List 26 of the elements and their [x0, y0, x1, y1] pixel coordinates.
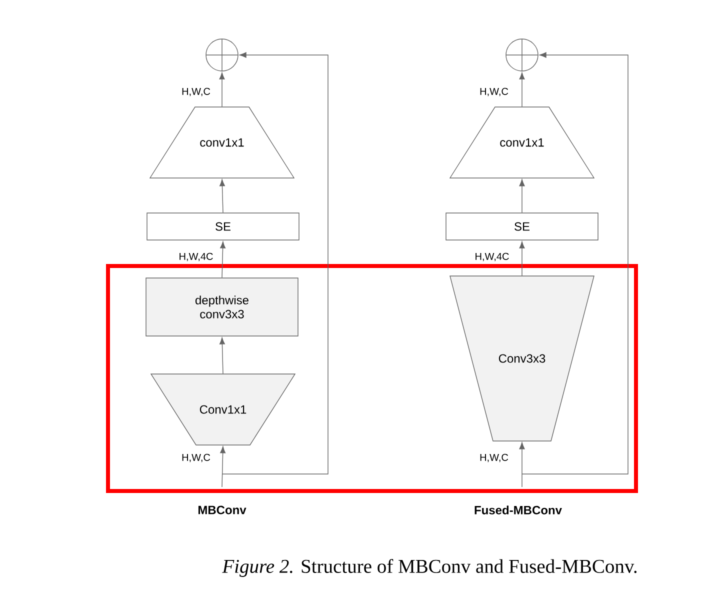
add-circle — [506, 38, 538, 72]
arrow — [519, 442, 525, 488]
arrow — [219, 72, 225, 108]
column-title: MBConv — [198, 506, 246, 514]
arrow — [519, 179, 525, 213]
shape-label: H,W,4C — [476, 252, 509, 262]
shape-label: H,W,C — [480, 454, 508, 462]
shape-label: H,W,C — [480, 88, 508, 96]
skip-connection-arrow — [522, 52, 628, 474]
column-title: Fused-MBConv — [474, 506, 562, 514]
highlight-frame — [106, 264, 638, 493]
layer-box: depthwise conv3x3 — [146, 278, 298, 336]
trapezoid-block: Conv3x3 — [450, 276, 594, 442]
layer-box: SE — [446, 212, 598, 240]
shape-label: H,W,C — [182, 88, 210, 96]
shape-label: H,W,4C — [180, 252, 213, 262]
arrow — [519, 241, 525, 276]
arrow — [219, 337, 225, 374]
figure-caption: Figure 2. Structure of MBConv and Fused-MBConv. — [222, 559, 637, 577]
arrow — [220, 179, 225, 213]
arrow — [519, 72, 525, 108]
arrow — [220, 446, 226, 488]
layer-box: SE — [146, 212, 300, 240]
add-circle — [206, 38, 238, 72]
arrow — [220, 241, 226, 278]
skip-connection-arrow — [222, 52, 328, 474]
